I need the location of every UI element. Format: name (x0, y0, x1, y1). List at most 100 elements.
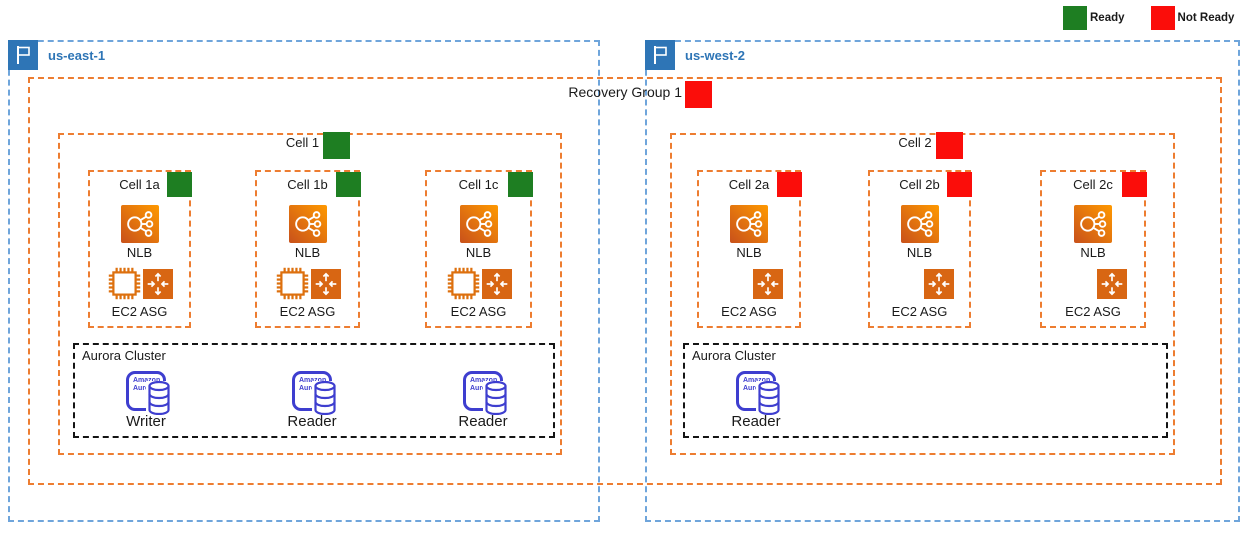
cell-content: NLB EC2 ASG (1042, 192, 1144, 319)
ec2-asg-icons (923, 265, 954, 302)
ec2-instance-icon (107, 266, 142, 301)
nlb-icon (900, 205, 939, 243)
database-cylinder-icon (146, 381, 172, 415)
ec2-asg-label: EC2 ASG (1065, 304, 1121, 319)
legend-not-ready: Not Ready (1150, 6, 1235, 30)
cell-1a-box: Cell 1a NLB EC2 ASG (88, 170, 192, 328)
nlb-label: NLB (1080, 245, 1106, 260)
cell-content: NLB EC2 ASG (699, 192, 799, 319)
nlb-label: NLB (465, 245, 492, 260)
aurora-cluster-label: Aurora Cluster (82, 348, 166, 363)
nlb-label: NLB (736, 245, 762, 260)
aurora-role-label: Reader (287, 413, 337, 430)
flag-icon (654, 45, 667, 65)
cell-group-label: Cell 2 (898, 135, 932, 150)
legend-ready: Ready (1063, 6, 1125, 30)
nlb-icon (288, 205, 327, 243)
region-name: us-east-1 (48, 48, 106, 63)
aurora-writer-node: Amazon Aurora Writer (116, 371, 176, 430)
aurora-cluster-label: Aurora Cluster (692, 348, 776, 363)
ready-status-icon (1063, 6, 1087, 30)
aurora-reader-node: Amazon Aurora Reader (726, 371, 786, 430)
ec2-asg-icons (106, 265, 173, 302)
recovery-group-label: Recovery Group 1 (568, 84, 682, 100)
ec2-asg-icons (1097, 265, 1127, 302)
cell-label: Cell 2a (728, 177, 770, 192)
cell-2a-box: Cell 2a NLB EC2 ASG (697, 170, 802, 328)
region-name: us-west-2 (685, 48, 745, 63)
aurora-cluster-east-box: Aurora Cluster Amazon Aurora Writer Amaz… (73, 343, 555, 438)
aurora-db-icon: Amazon Aurora (292, 371, 338, 415)
cell-label: Cell 1c (458, 177, 499, 192)
cell-status-square (947, 172, 972, 197)
aurora-cluster-west-box: Aurora Cluster Amazon Aurora Reader (683, 343, 1168, 438)
cell-status-square (167, 172, 192, 197)
legend-ready-label: Ready (1090, 12, 1125, 24)
nlb-label: NLB (294, 245, 321, 260)
cell-label: Cell 1a (119, 177, 160, 192)
cell-label: Cell 2b (899, 177, 940, 192)
recovery-group-box: Recovery Group 1 (28, 77, 1222, 485)
ec2-asg-label: EC2 ASG (450, 304, 507, 319)
database-cylinder-icon (483, 381, 509, 415)
aurora-reader-node: Amazon Aurora Reader (453, 371, 513, 430)
aurora-role-label: Reader (731, 413, 781, 430)
cell-content: NLB EC2 ASG (870, 192, 969, 319)
cell-2b-box: Cell 2b NLB EC2 ASG (868, 170, 972, 328)
aurora-icon-text: Amazon Aurora (133, 377, 161, 392)
legend: Ready Not Ready (1063, 6, 1234, 30)
nlb-icon (1074, 205, 1112, 243)
region-flag-tile (645, 40, 675, 70)
autoscaling-icon (753, 268, 783, 299)
recovery-group-header: Recovery Group 1 (30, 81, 712, 108)
nlb-label: NLB (906, 245, 933, 260)
cell-content: NLB EC2 ASG (90, 192, 189, 319)
cell-group-1-box: Cell 1 (58, 132, 562, 455)
ec2-asg-label: EC2 ASG (721, 304, 777, 319)
autoscaling-icon (923, 268, 954, 299)
aurora-icon-text: Amazon Aurora (470, 377, 498, 392)
autoscaling-icon (143, 268, 173, 299)
cell-group-label: Cell 1 (285, 135, 320, 150)
cell-group-status-square (323, 132, 351, 159)
cell-1c-box: Cell 1c NLB EC2 ASG (425, 170, 533, 328)
aurora-db-icon: Amazon Aurora (126, 371, 172, 415)
flag-icon (17, 45, 30, 65)
cell-status-square (777, 172, 802, 197)
cell-group-status-square (935, 132, 963, 159)
autoscaling-icon (1097, 268, 1127, 299)
nlb-icon (120, 205, 159, 243)
cell-content: NLB EC2 ASG (257, 192, 358, 319)
cell-status-square (1122, 172, 1147, 197)
ec2-asg-icons (274, 265, 341, 302)
autoscaling-icon (482, 268, 512, 299)
not-ready-status-icon (1150, 6, 1175, 30)
aurora-icon-text: Amazon Aurora (743, 377, 771, 392)
recovery-group-status-square (685, 81, 712, 108)
ec2-instance-icon (275, 266, 310, 301)
aurora-icon-text: Amazon Aurora (299, 377, 327, 392)
ec2-asg-label: EC2 ASG (111, 304, 168, 319)
cell-status-square (336, 172, 361, 197)
region-flag-tile (8, 40, 38, 70)
cell-content: NLB EC2 ASG (427, 192, 530, 319)
cell-group-2-box: Cell 2 (670, 132, 1175, 455)
aurora-db-icon: Amazon Aurora (463, 371, 509, 415)
database-cylinder-icon (312, 381, 338, 415)
cell-status-square (508, 172, 533, 197)
ec2-asg-label: EC2 ASG (891, 304, 948, 319)
aurora-role-label: Writer (126, 413, 166, 430)
cell-group-1-header: Cell 1 (68, 132, 568, 159)
nlb-label: NLB (126, 245, 153, 260)
cell-1b-box: Cell 1b NLB EC2 ASG (255, 170, 361, 328)
aurora-db-icon: Amazon Aurora (736, 371, 782, 415)
cell-group-2-header: Cell 2 (680, 132, 1181, 159)
aurora-reader-node: Amazon Aurora Reader (282, 371, 342, 430)
ec2-asg-icons (753, 265, 783, 302)
cell-label: Cell 2c (1073, 177, 1113, 192)
legend-not-ready-label: Not Ready (1177, 12, 1235, 24)
autoscaling-icon (311, 268, 341, 299)
ec2-asg-icons (445, 265, 512, 302)
cell-2c-box: Cell 2c NLB EC2 ASG (1040, 170, 1147, 328)
